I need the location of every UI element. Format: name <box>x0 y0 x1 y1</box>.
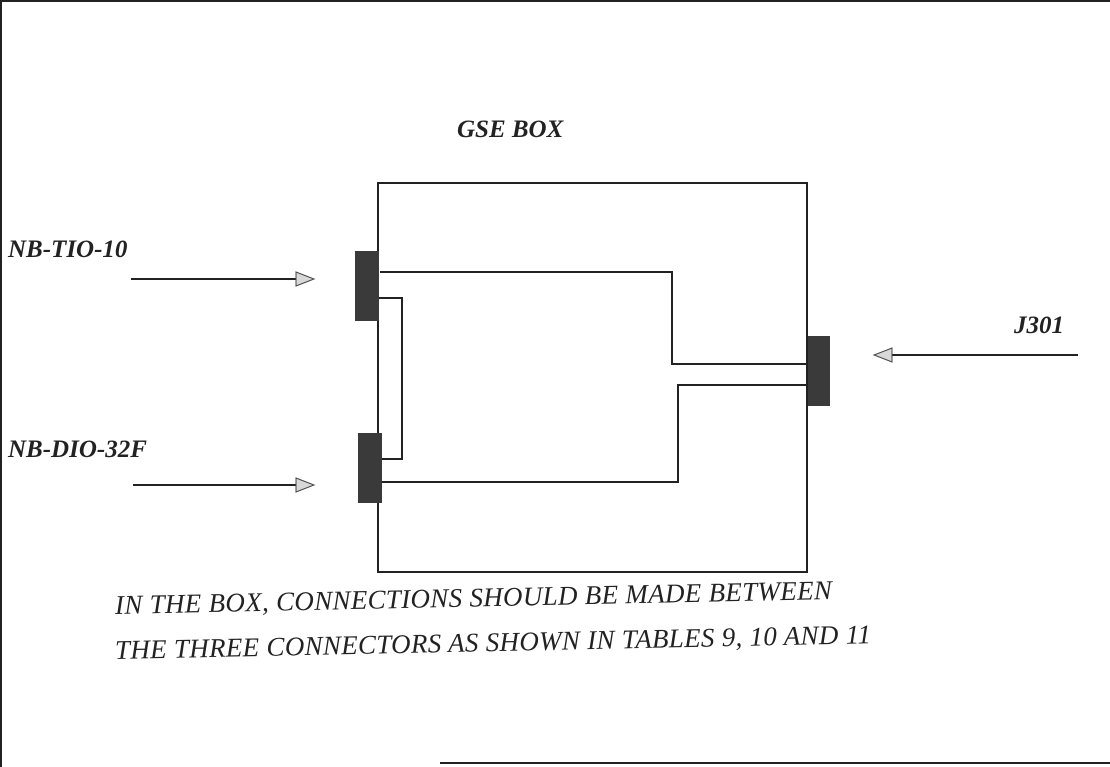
diagram-title: GSE BOX <box>457 116 564 143</box>
connector-nb-tio-10 <box>355 251 379 321</box>
j301-label: J301 <box>1014 312 1064 339</box>
connector-j301 <box>808 336 830 406</box>
nb-dio-32f-label: NB-DIO-32F <box>8 436 147 463</box>
page-border-bottom <box>440 762 1110 764</box>
nb-dio-32f-arrowhead <box>295 477 316 493</box>
tio-dio-bridge-wire <box>378 297 403 460</box>
j301-arrowhead <box>872 347 893 363</box>
page-border-top <box>0 0 1110 2</box>
gse-box-outline <box>377 182 808 573</box>
nb-tio-10-label: NB-TIO-10 <box>8 236 128 263</box>
tio-to-j301-wire <box>380 271 809 365</box>
nb-tio-10-arrowhead <box>295 271 316 287</box>
connector-nb-dio-32f <box>358 433 382 503</box>
page-border-left <box>0 0 2 767</box>
dio-to-j301-wire <box>380 384 809 483</box>
